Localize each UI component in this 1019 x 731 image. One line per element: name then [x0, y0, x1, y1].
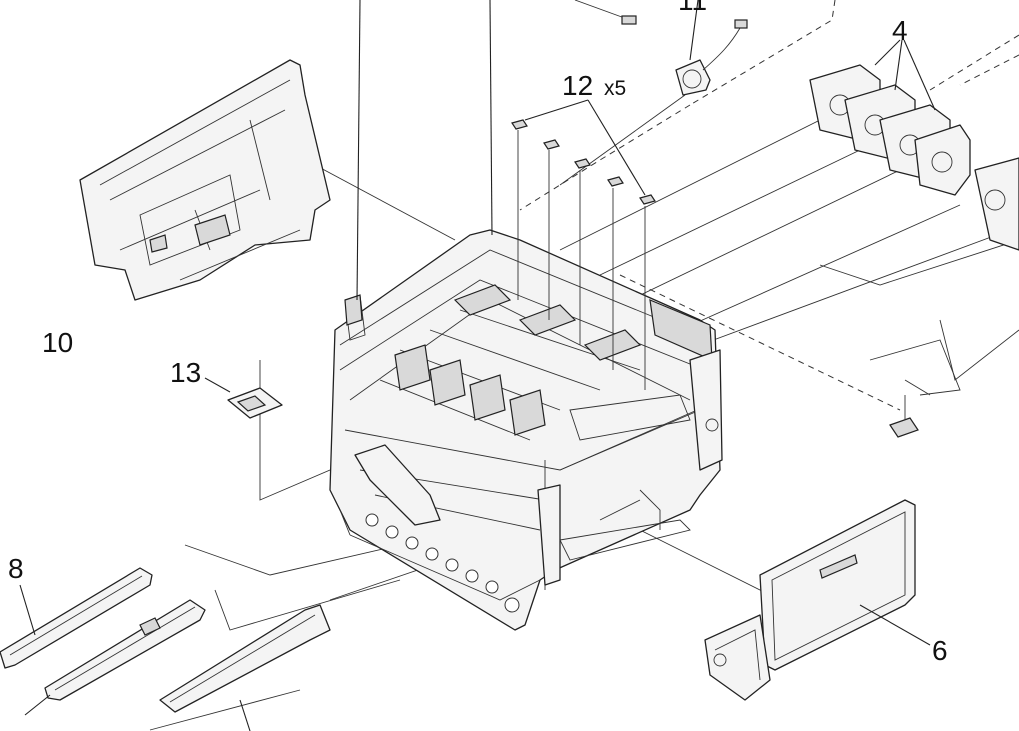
cable-stub [574, 0, 637, 25]
callout-11: 11 [678, 0, 707, 16]
part-12-clips [356, 0, 656, 390]
callout-4: 4 [892, 15, 908, 46]
part-10-rear-cover [79, 59, 331, 301]
part-13-board [204, 377, 283, 419]
callout-labels: 11 4 12 x5 10 13 8 6 [8, 0, 948, 666]
wire-harness [869, 319, 1019, 438]
callout-10: 10 [42, 327, 73, 358]
callout-8: 8 [8, 553, 24, 584]
callout-12: 12 [562, 70, 593, 101]
part-4-drive-units [809, 39, 1019, 251]
callout-13: 13 [170, 357, 201, 388]
part-8-bars [0, 567, 331, 731]
callout-12-quantity: x5 [604, 77, 626, 100]
main-frame [329, 229, 723, 631]
part-6-side-door [704, 499, 931, 701]
callout-6: 6 [932, 635, 948, 666]
part-11-fan [675, 0, 748, 96]
